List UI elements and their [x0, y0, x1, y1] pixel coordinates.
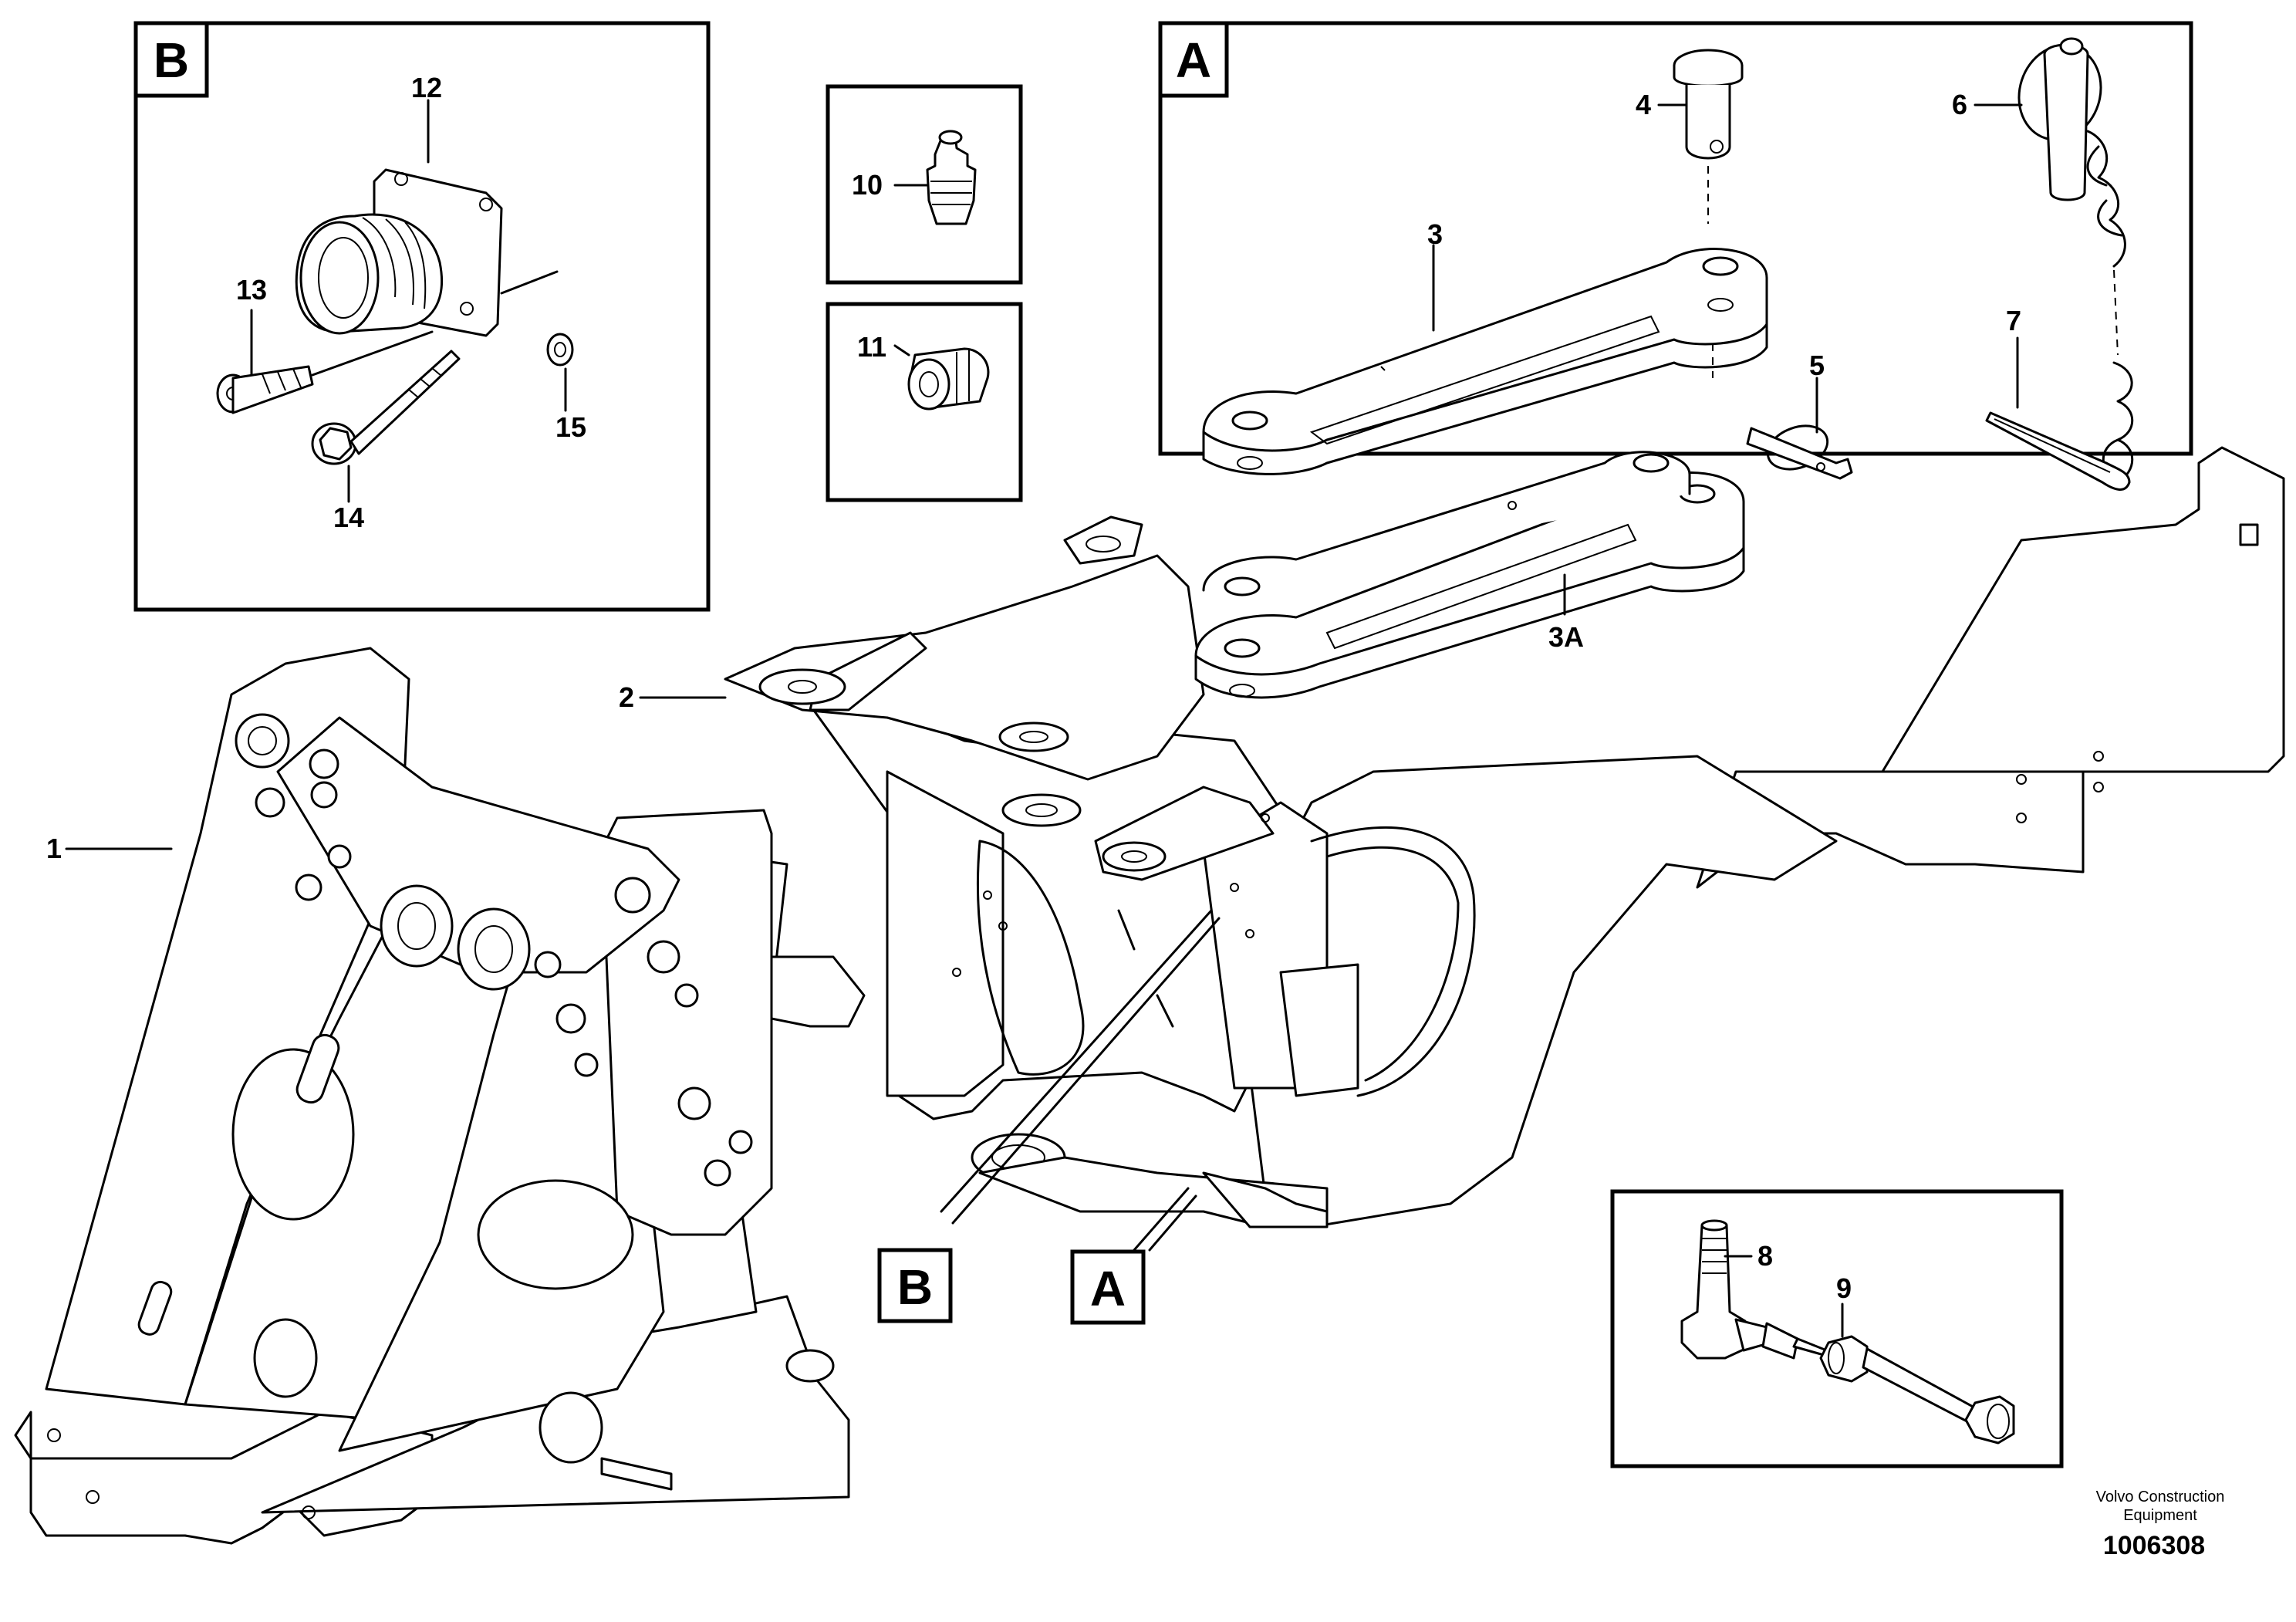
- callout-12: 12: [411, 72, 442, 103]
- callout-15: 15: [555, 411, 586, 443]
- callout-9: 9: [1836, 1272, 1852, 1304]
- callout-6: 6: [1952, 89, 1967, 120]
- detail-hose-fitting: 8 9: [1610, 1189, 2064, 1468]
- main-callouts: 1 2: [46, 681, 727, 864]
- callout-4: 4: [1636, 89, 1651, 120]
- cotter-pin: [1985, 411, 2131, 491]
- pin: [1673, 49, 1744, 224]
- flange-screw: [311, 350, 461, 465]
- socket-screw: [216, 330, 434, 414]
- callout-5: 5: [1809, 350, 1825, 381]
- callout-10: 10: [852, 169, 883, 201]
- callout-8: 8: [1757, 1240, 1773, 1272]
- link-lower: [1194, 451, 1745, 699]
- company-name: Volvo Construction Equipment: [2095, 1489, 2225, 1524]
- detail-a: A: [1158, 21, 2193, 699]
- pointer-b: B: [877, 909, 1221, 1323]
- callout-13: 13: [236, 274, 267, 306]
- callout-11: 11: [857, 331, 886, 363]
- callout-3a: 3A: [1548, 621, 1584, 653]
- document-number: 1006308: [2102, 1531, 2206, 1560]
- callout-14: 14: [333, 502, 364, 533]
- link-upper: [1202, 248, 1768, 475]
- bearing-housing: [295, 168, 559, 337]
- pointer-a: A: [1070, 1187, 1197, 1325]
- callout-2: 2: [619, 681, 634, 713]
- callout-7: 7: [2006, 305, 2021, 336]
- pointer-b-label: B: [897, 1259, 933, 1315]
- detail-grease-nipple-straight: 10: [826, 84, 1023, 285]
- ring-pin: [2017, 37, 2134, 484]
- callout-1: 1: [46, 833, 62, 864]
- callout-3: 3: [1427, 218, 1443, 250]
- lynch-pin: [1746, 424, 1853, 480]
- rear-frame: [1233, 446, 2285, 1228]
- washer: [546, 333, 574, 367]
- detail-grease-nipple-short: 11: [826, 302, 1023, 502]
- front-frame: [724, 515, 1476, 1228]
- pointer-a-label: A: [1090, 1261, 1126, 1316]
- loader-frame: [14, 647, 866, 1545]
- detail-b: B: [133, 21, 711, 612]
- detail-b-label: B: [154, 32, 189, 88]
- detail-a-label: A: [1176, 32, 1211, 88]
